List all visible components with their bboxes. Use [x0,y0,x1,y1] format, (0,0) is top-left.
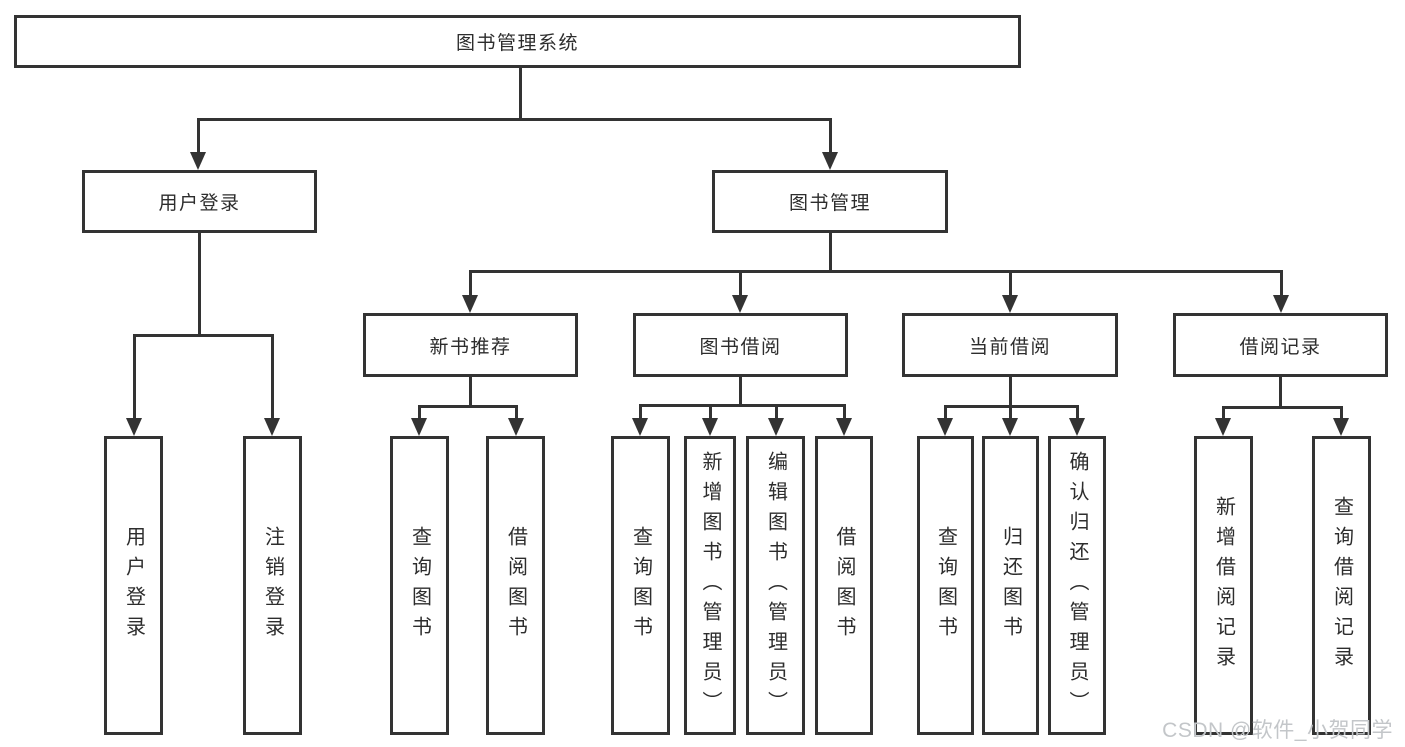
connector-branch [417,406,421,420]
connector-stem [828,233,832,271]
node-user-login: 用户登录 [82,170,317,233]
connector-branch [196,119,200,154]
leaf-user-login: 用户登录 [104,436,163,735]
connector-branch [468,271,472,297]
arrowhead-icon [1002,418,1018,436]
leaf-edit-book-admin-label: 编辑图书（管理员） [764,450,787,721]
connector-branch [774,405,778,420]
arrowhead-icon [822,152,838,170]
arrowhead-icon [126,418,142,436]
arrowhead-icon [702,418,718,436]
node-new-book-recommend: 新书推荐 [363,313,578,377]
leaf-add-borrow-record-label: 新增借阅记录 [1212,495,1235,676]
leaf-query-borrow-record-label: 查询借阅记录 [1330,495,1353,676]
leaf-edit-book-admin: 编辑图书（管理员） [746,436,805,735]
leaf-borrow-books-1: 借阅图书 [486,436,545,735]
arrowhead-icon [768,418,784,436]
node-book-management: 图书管理 [712,170,948,233]
node-library-system-label: 图书管理系统 [455,33,579,54]
node-borrowing-records: 借阅记录 [1173,313,1388,377]
connector-stem [468,377,472,406]
connector-branch [1008,406,1012,420]
leaf-query-books-1-label: 查询图书 [408,525,431,646]
leaf-confirm-return-admin: 确认归还（管理员） [1048,436,1106,735]
leaf-logout: 注销登录 [243,436,302,735]
connector-branch [1075,406,1079,420]
leaf-query-books-1: 查询图书 [390,436,449,735]
leaf-borrow-books-1-label: 借阅图书 [504,525,527,646]
connector-branch [943,406,947,420]
connector-branch [1339,407,1343,420]
connector-branch [514,406,518,420]
leaf-return-books-label: 归还图书 [999,525,1022,646]
node-user-login-label: 用户登录 [158,193,241,214]
leaf-query-borrow-record: 查询借阅记录 [1312,436,1371,735]
leaf-query-books-3-label: 查询图书 [934,525,957,646]
leaf-borrow-books-2-label: 借阅图书 [833,525,855,646]
arrowhead-icon [836,418,852,436]
connector-bus [417,404,518,408]
connector-branch [708,405,712,420]
arrowhead-icon [732,295,748,313]
node-new-book-recommend-label: 新书推荐 [429,336,512,358]
leaf-add-book-admin: 新增图书（管理员） [684,436,736,735]
connector-bus [468,269,1283,273]
arrowhead-icon [1273,295,1289,313]
connector-branch [1221,407,1225,420]
leaf-confirm-return-admin-label: 确认归还（管理员） [1066,450,1088,721]
connector-branch [1279,271,1283,297]
arrowhead-icon [190,152,206,170]
node-book-management-label: 图书管理 [788,193,871,214]
connector-bus [638,403,846,407]
connector-stem [518,68,522,119]
connector-bus [1221,405,1343,409]
arrowhead-icon [411,418,427,436]
leaf-query-books-2: 查询图书 [611,436,670,735]
node-book-borrowing-label: 图书借阅 [699,336,782,358]
arrowhead-icon [508,418,524,436]
leaf-query-books-2-label: 查询图书 [629,525,652,646]
connector-stem [738,377,742,405]
node-borrowing-records-label: 借阅记录 [1239,336,1322,358]
arrowhead-icon [1069,418,1085,436]
connector-branch [1008,271,1012,297]
leaf-add-borrow-record: 新增借阅记录 [1194,436,1253,735]
leaf-add-book-admin-label: 新增图书（管理员） [699,450,721,721]
leaf-return-books: 归还图书 [982,436,1039,735]
connector-branch [270,335,274,420]
arrowhead-icon [1002,295,1018,313]
leaf-user-login-label: 用户登录 [122,525,145,646]
connector-branch [132,335,136,420]
arrowhead-icon [1333,418,1349,436]
node-current-borrowing: 当前借阅 [902,313,1118,377]
connector-branch [842,405,846,420]
connector-bus [132,333,274,337]
connector-stem [1278,377,1282,407]
node-book-borrowing: 图书借阅 [633,313,848,377]
leaf-logout-label: 注销登录 [261,525,284,646]
leaf-query-books-3: 查询图书 [917,436,974,735]
csdn-watermark: CSDN @软件_小贺同学 [1162,719,1393,742]
leaf-borrow-books-2: 借阅图书 [815,436,873,735]
connector-branch [738,271,742,297]
arrowhead-icon [462,295,478,313]
connector-branch [828,119,832,154]
node-library-system: 图书管理系统 [14,15,1021,68]
connector-stem [197,233,201,335]
arrowhead-icon [264,418,280,436]
arrowhead-icon [632,418,648,436]
connector-stem [1008,377,1012,406]
connector-branch [638,405,642,420]
node-current-borrowing-label: 当前借阅 [968,336,1051,358]
arrowhead-icon [937,418,953,436]
connector-bus [196,117,832,121]
arrowhead-icon [1215,418,1231,436]
